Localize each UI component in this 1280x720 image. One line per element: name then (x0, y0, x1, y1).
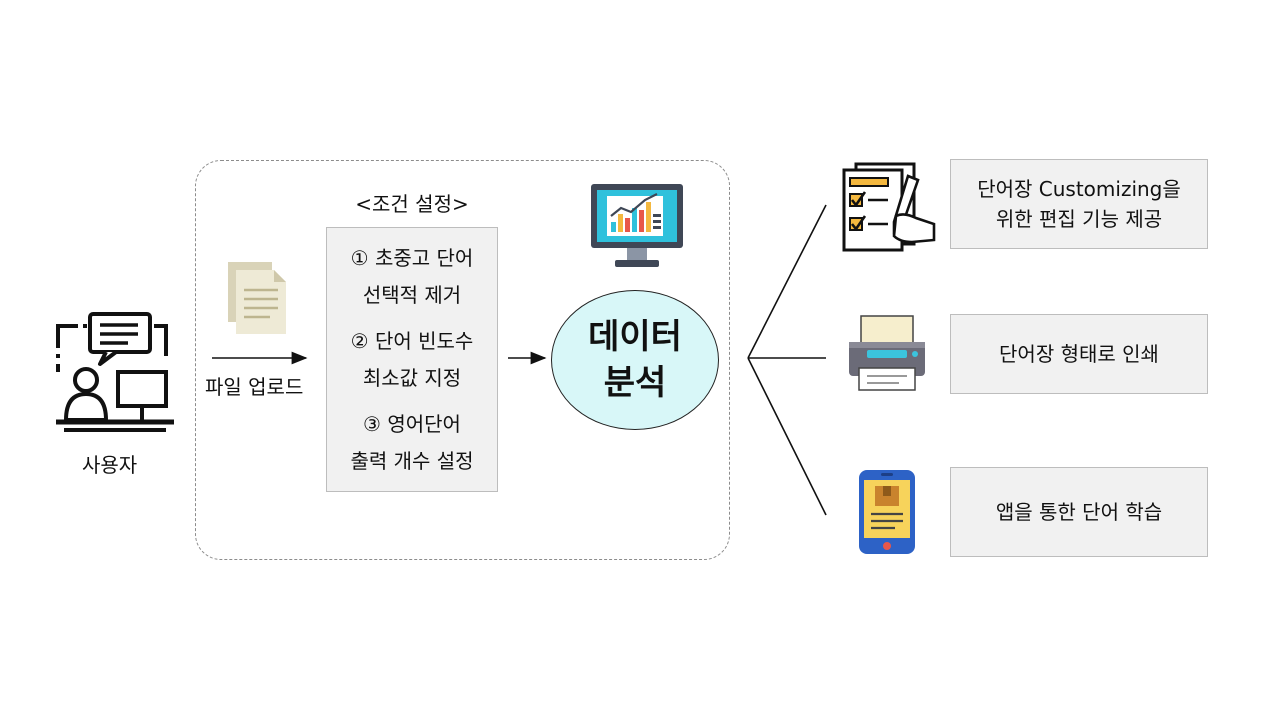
condition-item-2-line-1: ② 단어 빈도수 (350, 329, 474, 353)
condition-item-2-line-2: 최소값 지정 (362, 366, 462, 390)
processing-group-frame (195, 160, 730, 560)
data-analysis-node: 데이터 분석 (551, 290, 719, 430)
upload-label: 파일 업로드 (205, 375, 304, 399)
printer-icon (849, 315, 925, 391)
output-box-print: 단어장 형태로 인쇄 (950, 314, 1208, 394)
conditions-title: <조건 설정> (355, 192, 469, 216)
condition-item-3-line-1: ③ 영어단어 (363, 412, 461, 436)
analysis-line-2: 분석 (603, 363, 667, 403)
output-app-label: 앱을 통한 단어 학습 (995, 500, 1163, 524)
branch-lower-line (747, 357, 827, 516)
output-box-edit: 단어장 Customizing을 위한 편집 기능 제공 (950, 159, 1208, 249)
output-edit-line-1: 단어장 Customizing을 (977, 177, 1181, 201)
analysis-line-1: 데이터 (588, 317, 682, 357)
user-computer-icon (56, 312, 174, 432)
branch-upper-line (747, 204, 827, 359)
output-box-app: 앱을 통한 단어 학습 (950, 467, 1208, 557)
conditions-box: ① 초중고 단어 선택적 제거 ② 단어 빈도수 최소값 지정 ③ 영어단어 출… (326, 227, 498, 492)
condition-item-1-line-1: ① 초중고 단어 (350, 246, 474, 270)
document-icon (228, 262, 286, 334)
output-edit-line-2: 위한 편집 기능 제공 (995, 207, 1163, 231)
checklist-icon (842, 162, 936, 252)
user-label: 사용자 (82, 453, 138, 477)
output-print-label: 단어장 형태로 인쇄 (999, 342, 1159, 366)
condition-item-1-line-2: 선택적 제거 (362, 283, 462, 307)
analytics-monitor-icon (591, 184, 683, 267)
condition-item-3-line-2: 출력 개수 설정 (350, 449, 474, 473)
mobile-app-icon (859, 470, 915, 554)
